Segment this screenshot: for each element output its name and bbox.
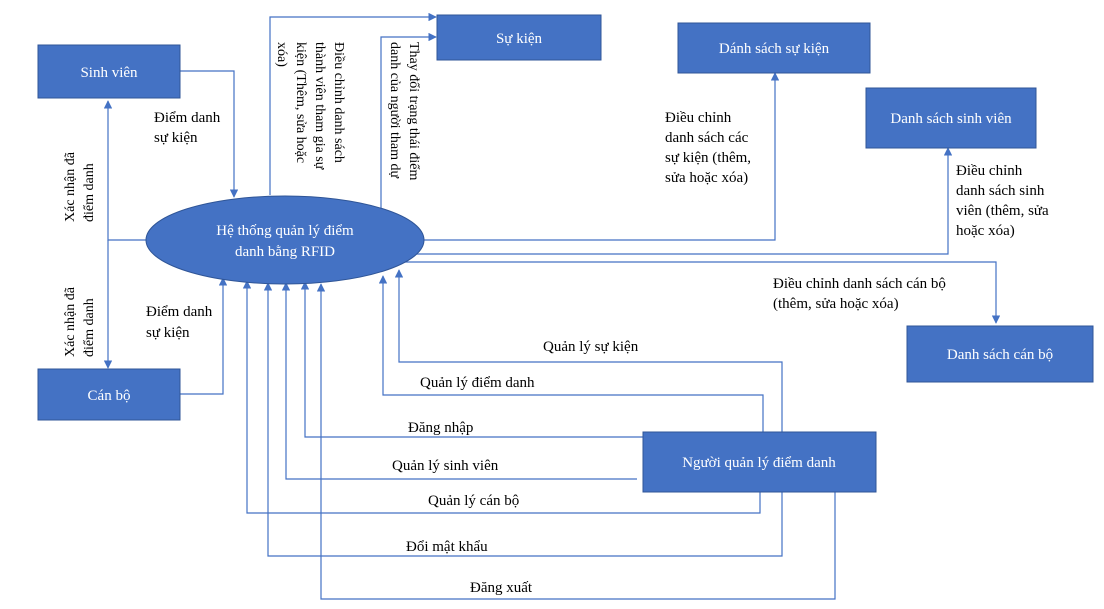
edge-thay-doi-trang-thai <box>380 32 437 208</box>
edge-ql-can-bo <box>242 280 761 514</box>
label-cb-xac-nhan-2: điểm danh <box>82 298 97 357</box>
label-dc-su-kien-3: sự kiện (thêm, <box>665 150 751 166</box>
label-thay-doi-2: danh của người tham dự <box>387 42 402 179</box>
label-cb-diem-danh-2: sự kiện <box>146 325 190 341</box>
node-ds-can-bo: Danh sách cán bộ <box>906 325 1094 383</box>
system-label-line-2: danh bằng RFID <box>235 244 335 260</box>
node-can-bo-label: Cán bộ <box>88 388 131 404</box>
label-dc-thanh-vien-4: xóa) <box>274 42 289 67</box>
node-ds-can-bo-label: Danh sách cán bộ <box>947 347 1053 363</box>
label-ql-sinh-vien: Quản lý sinh viên <box>392 458 499 474</box>
label-dc-sinh-vien-3: viên (thêm, sửa <box>956 203 1049 219</box>
label-thay-doi-1: Thay đổi trạng thái điểm <box>406 42 421 181</box>
edge-dc-su-kien <box>420 72 780 241</box>
label-dc-sinh-vien-4: hoặc xóa) <box>956 223 1015 239</box>
label-cb-xac-nhan-1: Xác nhận đã <box>63 286 78 357</box>
label-dc-sinh-vien-2: danh sách sinh <box>956 183 1045 199</box>
label-dang-xuat: Đăng xuất <box>470 580 533 596</box>
label-thay-doi-trang-thai: Thay đổi trạng thái điểm danh của người … <box>387 42 421 181</box>
label-sv-xac-nhan-1: Xác nhận đã <box>63 151 78 222</box>
label-cb-xac-nhan: Xác nhận đã điểm danh <box>63 286 97 357</box>
nodes: Sinh viên Cán bộ Sự kiện Dánh sách sự ki… <box>37 14 1094 493</box>
label-sv-xac-nhan: Xác nhận đã điểm danh <box>63 151 97 222</box>
node-su-kien-label: Sự kiện <box>496 31 543 47</box>
label-dc-su-kien-4: sửa hoặc xóa) <box>665 170 748 186</box>
node-sinh-vien-label: Sinh viên <box>80 65 138 81</box>
edge-dang-xuat <box>316 283 836 600</box>
edge-ql-su-kien <box>394 269 783 432</box>
node-can-bo: Cán bộ <box>37 368 181 421</box>
edge-doi-mat-khau <box>263 282 783 557</box>
label-ql-su-kien: Quản lý sự kiện <box>543 339 639 355</box>
edge-dc-sinh-vien <box>410 147 953 255</box>
label-dc-thanh-vien-1: Điều chỉnh danh sách <box>331 42 346 163</box>
node-ds-su-kien-label: Dánh sách sự kiện <box>719 41 830 57</box>
node-ds-su-kien: Dánh sách sự kiện <box>677 22 871 74</box>
edges <box>103 12 1001 600</box>
label-dc-thanh-vien: Điều chỉnh danh sách thành viên tham gia… <box>274 42 346 170</box>
edge-dc-can-bo <box>398 261 1001 324</box>
label-dc-can-bo-2: (thêm, sửa hoặc xóa) <box>773 296 899 312</box>
edge-ql-sinh-vien <box>281 282 637 480</box>
edge-ql-diem-danh <box>378 275 764 432</box>
node-ds-sinh-vien-label: Danh sách sinh viên <box>890 111 1012 127</box>
label-dang-nhap: Đăng nhập <box>408 420 473 436</box>
edge-dc-thanh-vien <box>269 12 437 195</box>
edge-labels: Điểm danh sự kiện Xác nhận đã điểm danh … <box>63 42 1049 596</box>
node-sinh-vien: Sinh viên <box>37 44 181 99</box>
label-ql-diem-danh: Quản lý điểm danh <box>420 375 535 391</box>
label-cb-diem-danh-1: Điểm danh <box>146 304 213 320</box>
label-ql-can-bo: Quản lý cán bộ <box>428 493 519 509</box>
node-nguoi-quan-ly: Người quản lý điểm danh <box>642 431 877 493</box>
label-sv-diem-danh-2: sự kiện <box>154 130 198 146</box>
label-dc-can-bo-1: Điều chỉnh danh sách cán bộ <box>773 276 946 292</box>
edge-xac-nhan <box>103 100 148 241</box>
label-sv-diem-danh-1: Điểm danh <box>154 110 221 126</box>
label-dc-su-kien-1: Điều chỉnh <box>665 110 732 126</box>
label-sv-xac-nhan-2: điểm danh <box>82 163 97 222</box>
label-dc-thanh-vien-2: thành viên tham gia sự <box>312 42 327 170</box>
label-dc-sinh-vien-1: Điều chỉnh <box>956 163 1023 179</box>
edge-sv-diem-danh <box>180 70 239 198</box>
edge-cb-diem-danh <box>180 277 228 395</box>
label-dc-thanh-vien-3: kiện (Thêm, sửa hoặc <box>293 42 308 163</box>
node-nguoi-quan-ly-label: Người quản lý điểm danh <box>682 455 836 471</box>
system-label-line-1: Hệ thống quản lý điểm <box>216 223 354 239</box>
node-ds-sinh-vien: Danh sách sinh viên <box>865 87 1037 149</box>
edge-dang-nhap <box>300 281 643 438</box>
node-system: Hệ thống quản lý điểm danh bằng RFID <box>145 195 425 285</box>
node-su-kien: Sự kiện <box>436 14 602 61</box>
label-dc-su-kien-2: danh sách các <box>665 130 749 146</box>
label-doi-mat-khau: Đổi mật khẩu <box>406 539 488 555</box>
